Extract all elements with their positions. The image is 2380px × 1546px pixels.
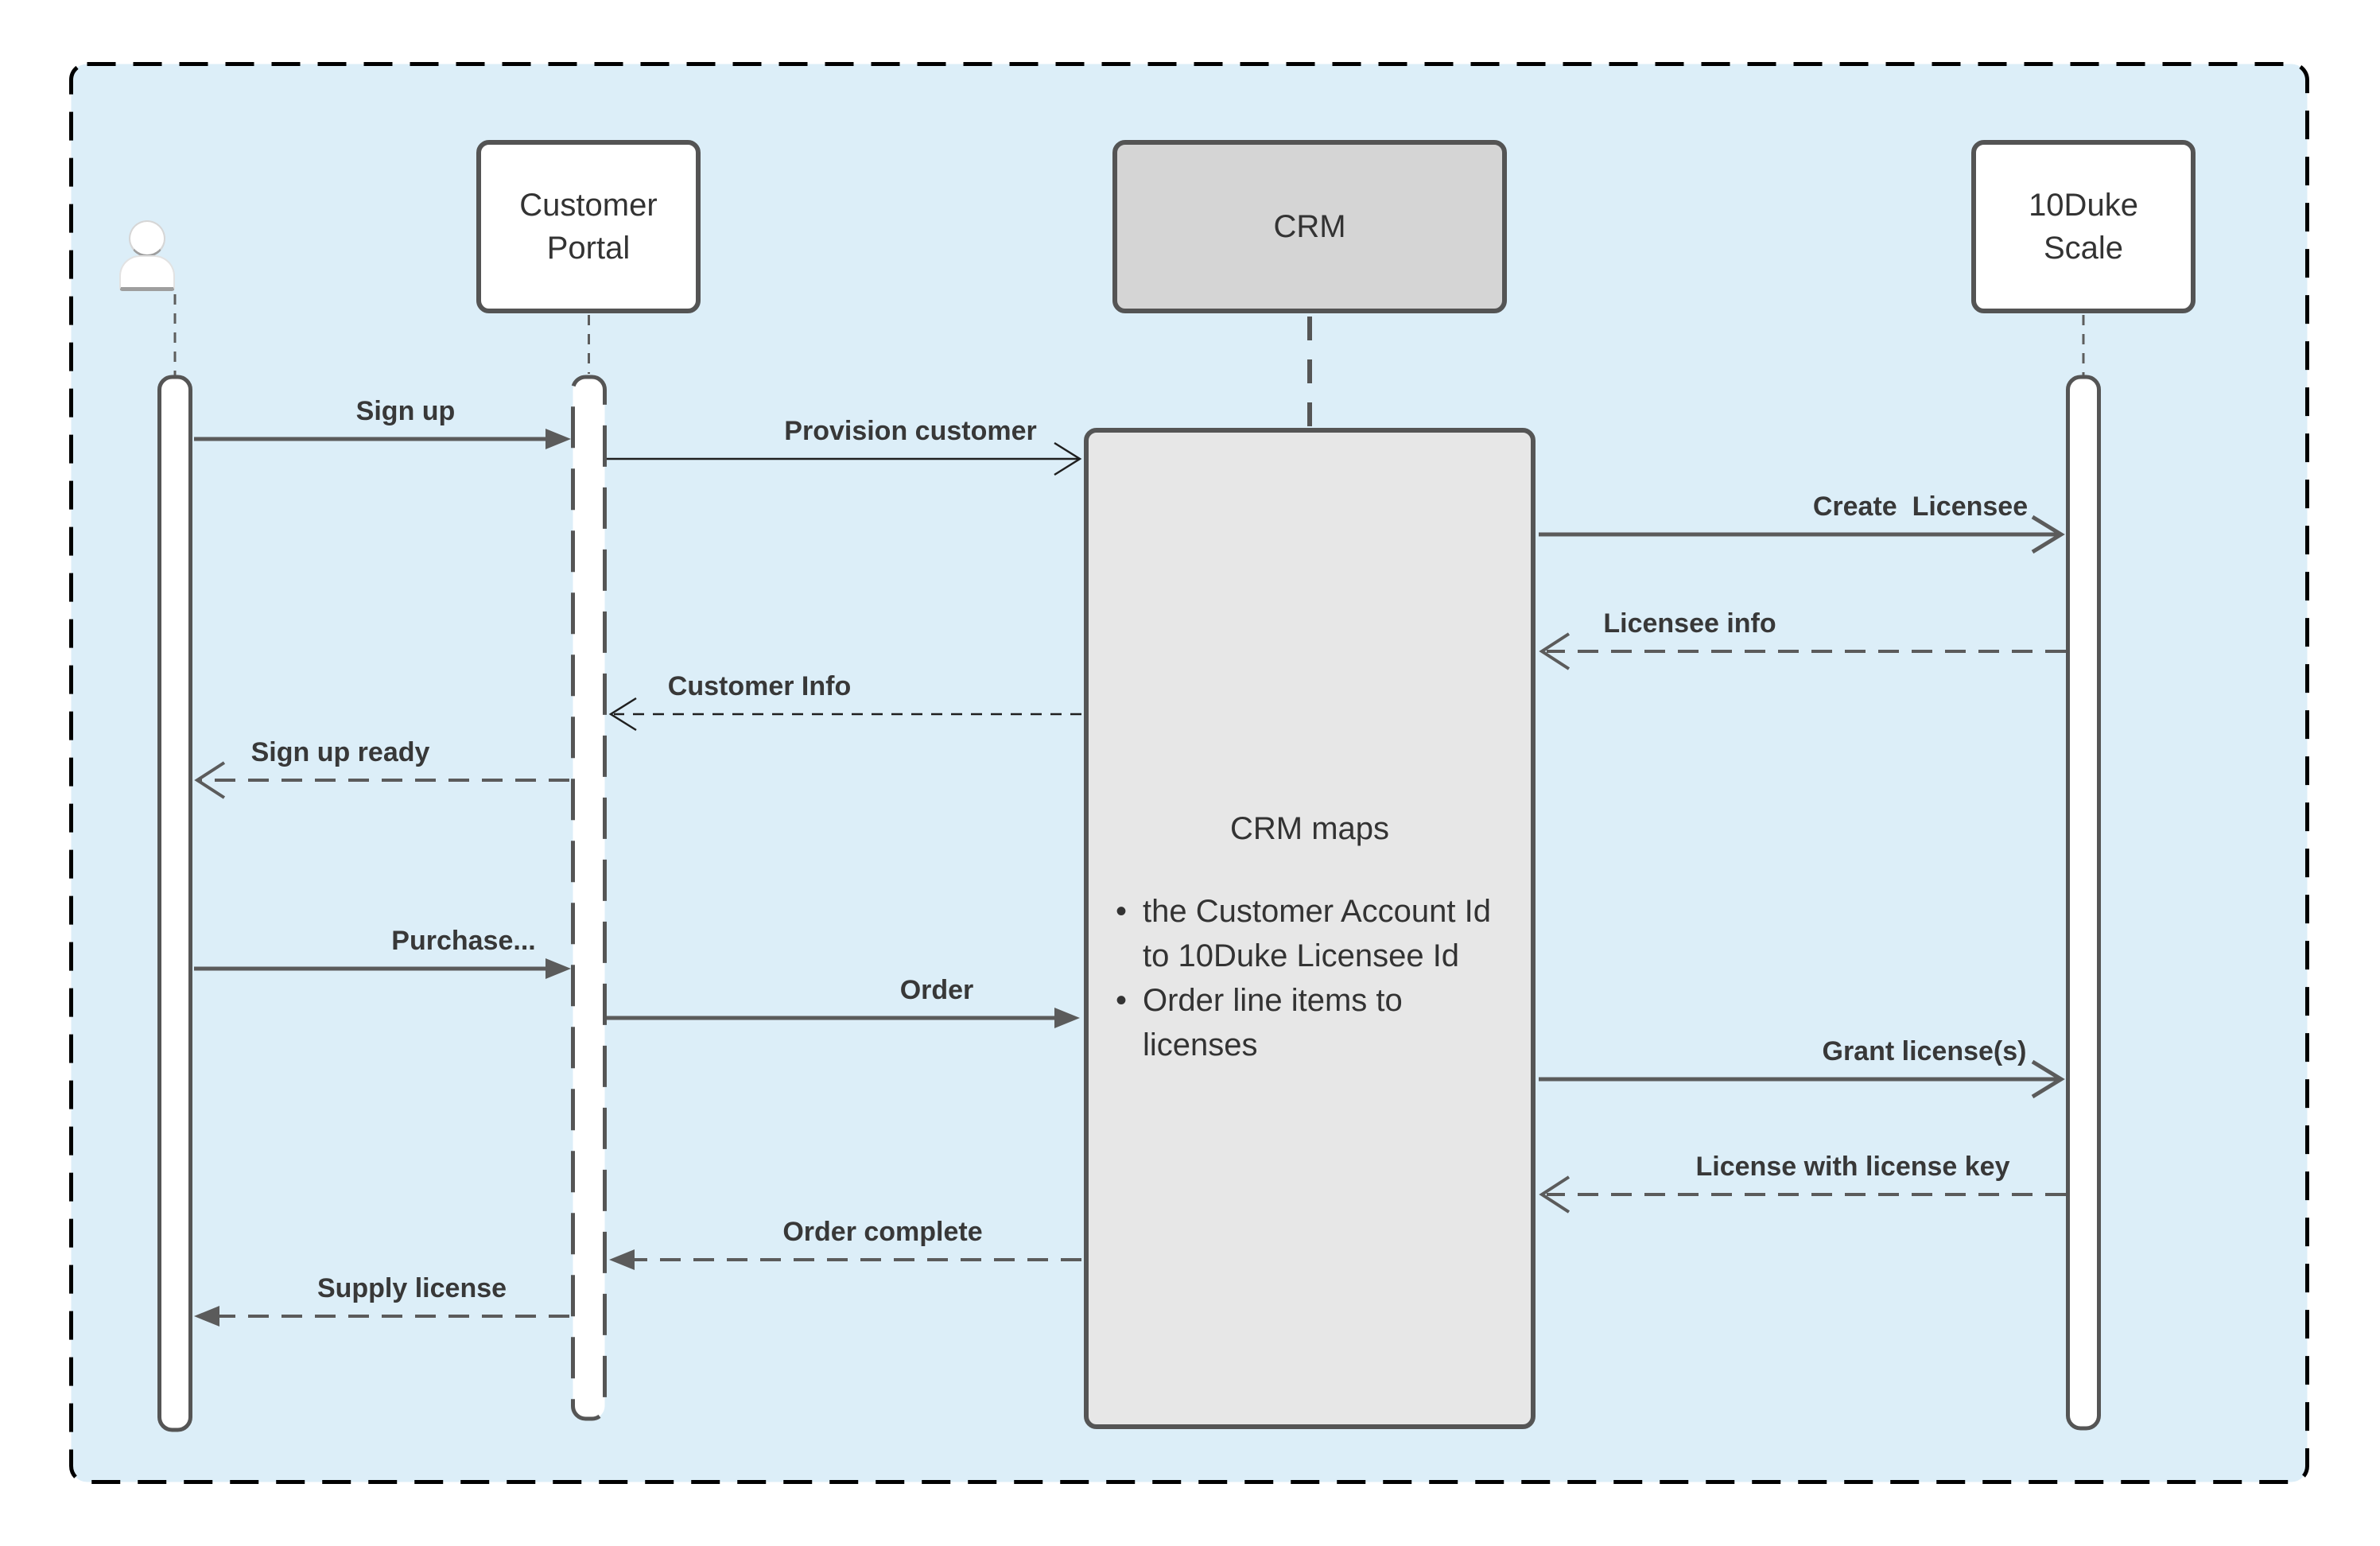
message-arrow-license-with-license-key: [1539, 1175, 2066, 1214]
message-label-create-licensee: Create Licensee: [1812, 491, 2029, 522]
person-torso-icon: [119, 255, 175, 291]
message-label-licensee-info: Licensee info: [1603, 608, 1776, 639]
message-arrow-customer-info: [608, 697, 1081, 732]
message-label-supply-license: Supply license: [316, 1273, 507, 1303]
message-label-grant-licenses: Grant license(s): [1822, 1036, 2027, 1066]
message-label-order-complete: Order complete: [782, 1217, 983, 1247]
message-label-license-with-license-key: License with license key: [1695, 1152, 2010, 1182]
activation-bar-customer-portal: [571, 375, 607, 1421]
message-label-sign-up-ready: Sign up ready: [250, 737, 430, 767]
participant-label: CRM: [1273, 209, 1346, 244]
participant-crm: CRM: [1112, 140, 1507, 313]
crm-note-bullet: Order line items to licenses: [1116, 978, 1508, 1067]
message-arrow-sign-up: [194, 429, 571, 449]
message-arrow-purchase: [194, 958, 571, 979]
message-label-customer-info: Customer Info: [667, 671, 852, 701]
crm-note-title: CRM maps: [1229, 811, 1390, 846]
activation-bar-tenduke-scale: [2066, 375, 2101, 1431]
message-arrow-supply-license: [194, 1306, 569, 1327]
participant-label: 10Duke Scale: [2029, 188, 2138, 266]
message-arrow-grant-licenses: [1539, 1059, 2065, 1099]
participant-tenduke-scale: 10Duke Scale: [1971, 140, 2196, 313]
message-arrow-create-licensee: [1539, 515, 2065, 554]
message-label-purchase: Purchase...: [391, 926, 536, 956]
person-icon: [119, 220, 175, 292]
activation-bar-user: [157, 375, 192, 1432]
message-arrow-order-complete: [609, 1249, 1081, 1270]
person-head-icon: [129, 220, 165, 257]
message-label-order: Order: [899, 975, 974, 1005]
crm-note: CRM maps the Customer Account Id to 10Du…: [1084, 428, 1536, 1429]
participant-label: Customer Portal: [519, 188, 658, 266]
crm-note-bullets: the Customer Account Id to 10Duke Licens…: [1089, 889, 1531, 1067]
message-label-provision-customer: Provision customer: [784, 416, 1037, 446]
message-label-sign-up: Sign up: [355, 396, 456, 426]
message-arrow-order: [607, 1008, 1080, 1028]
crm-note-bullet: the Customer Account Id to 10Duke Licens…: [1116, 889, 1508, 978]
message-arrow-licensee-info: [1539, 632, 2066, 670]
message-arrow-sign-up-ready: [194, 761, 569, 799]
participant-customer-portal: Customer Portal: [476, 140, 701, 313]
message-arrow-provision-customer: [607, 441, 1082, 476]
